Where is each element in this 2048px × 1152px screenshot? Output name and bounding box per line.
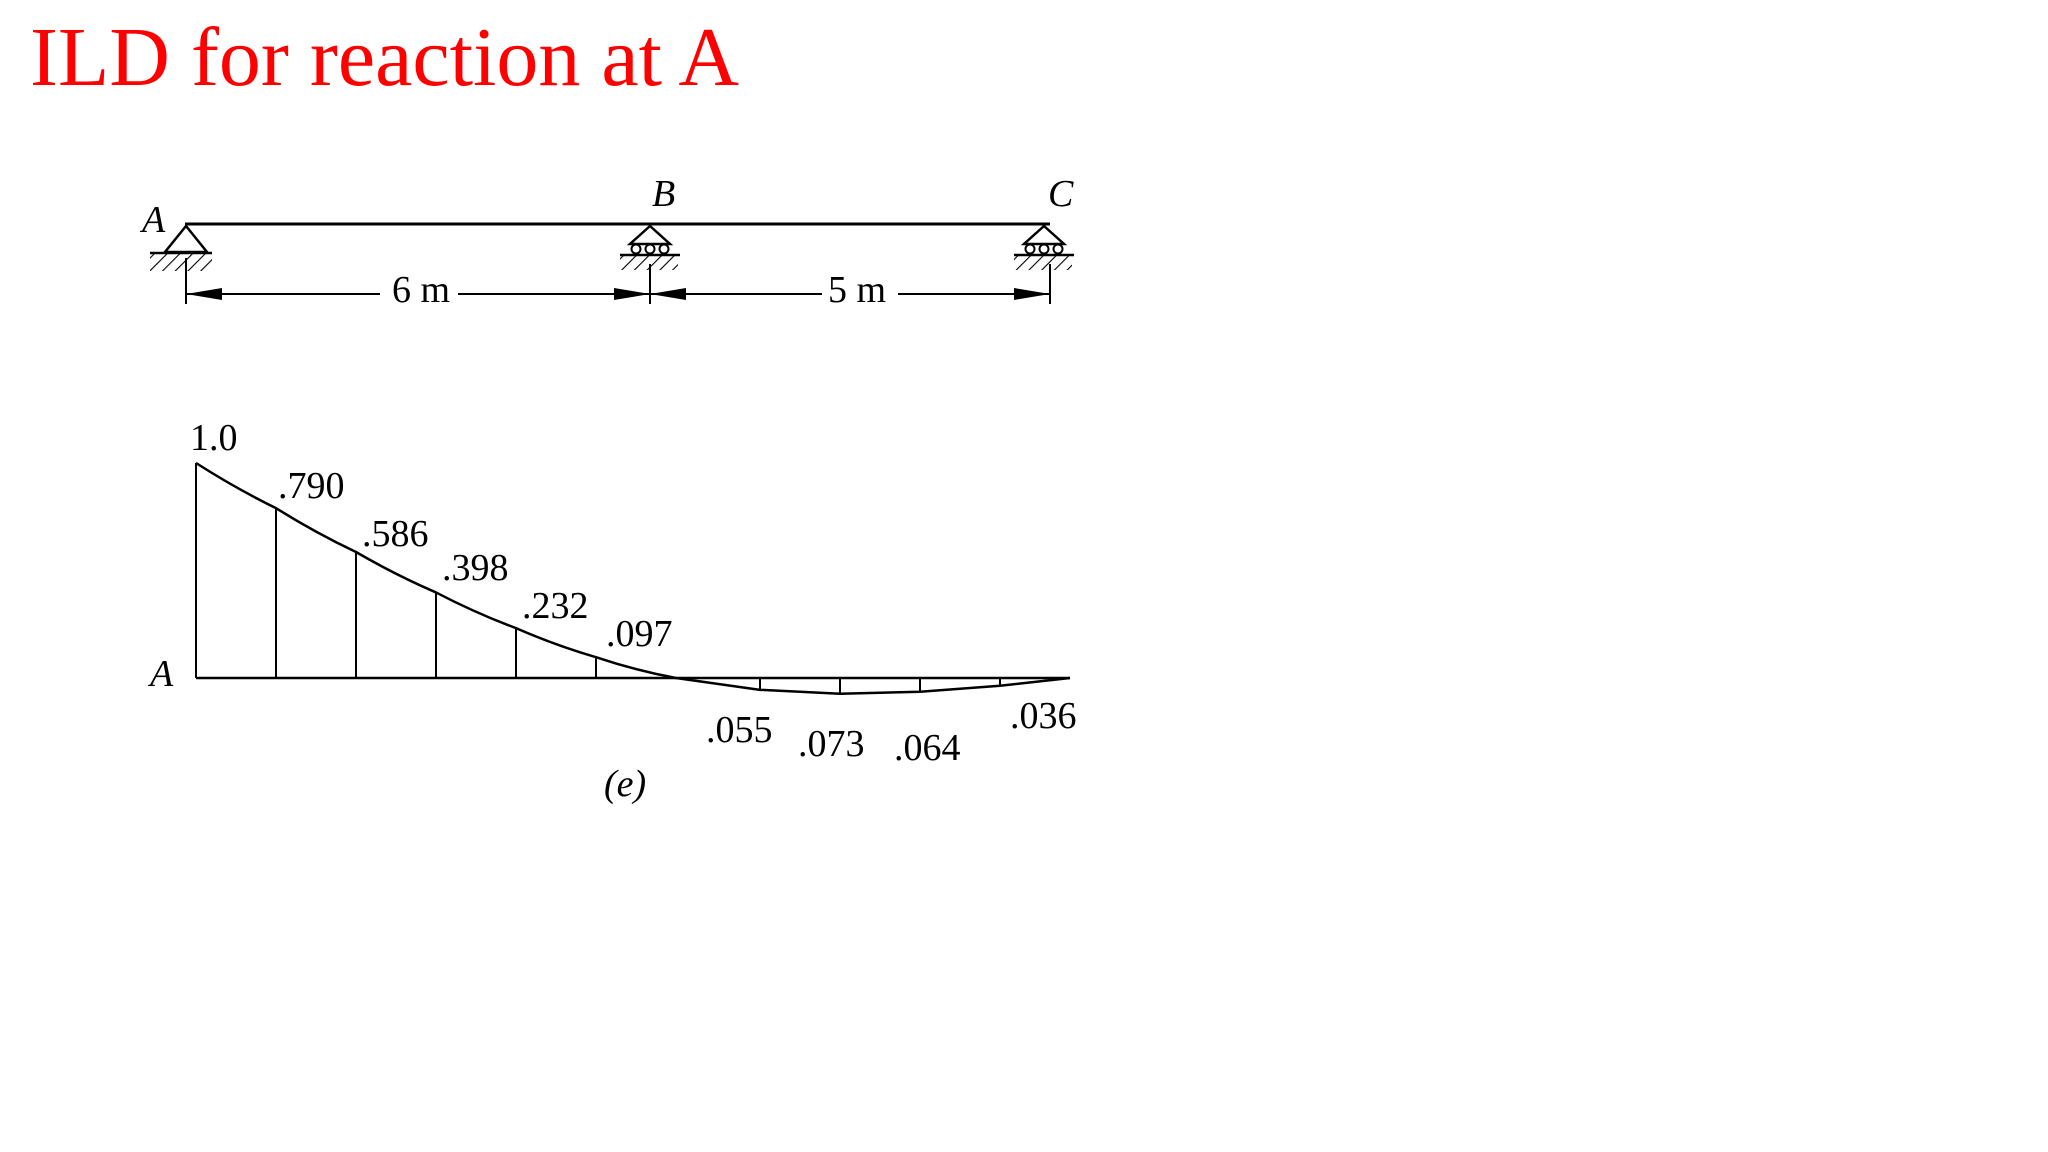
- ild-ordinate-label: .073: [798, 723, 865, 765]
- pin-support-a: [150, 224, 212, 271]
- ild-diagram: 1.0 .790 .586 .398 .232 .097 .055 .073 .064 .036: [190, 417, 1077, 769]
- roller-support-b: [620, 224, 680, 270]
- ild-ordinate-label: .036: [1010, 695, 1077, 737]
- support-label-c: C: [1048, 173, 1074, 215]
- dimension-lines: [185, 258, 1051, 304]
- ild-ordinate-label: .586: [362, 513, 429, 555]
- ild-ordinate-label: .055: [706, 709, 773, 751]
- support-label-a: A: [139, 199, 166, 241]
- ild-origin-label: A: [147, 653, 174, 695]
- span-label-ab: 6 m: [392, 269, 450, 311]
- roller-support-c: [1014, 224, 1074, 270]
- ild-ordinate-label: .097: [606, 613, 673, 655]
- ild-ordinate-label: .064: [894, 727, 961, 769]
- support-label-b: B: [652, 173, 675, 215]
- span-label-bc: 5 m: [828, 269, 886, 311]
- ild-ordinate-label: .232: [522, 585, 589, 627]
- slide-title: ILD for reaction at A: [30, 11, 740, 104]
- ild-ordinate-label: .398: [442, 547, 509, 589]
- ild-ordinate-label: 1.0: [190, 417, 238, 459]
- ild-ordinate-label: .790: [278, 465, 345, 507]
- ild-caption: (e): [604, 763, 646, 805]
- beam-diagram: [150, 222, 1074, 304]
